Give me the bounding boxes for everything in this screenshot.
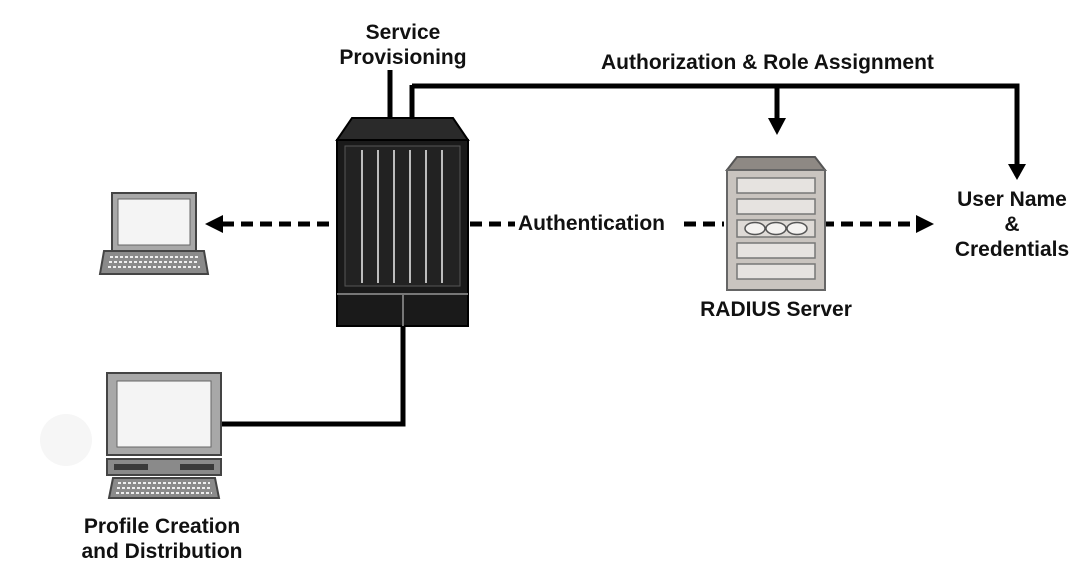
service-provisioning-line-2: Provisioning xyxy=(339,46,467,69)
user-credentials-line-1: User Name xyxy=(957,188,1067,211)
watermark-mark xyxy=(40,414,92,466)
network-switch-icon xyxy=(335,117,470,327)
switch-to-desktop-connector xyxy=(222,326,406,427)
user-credentials-label: User Name & Credentials xyxy=(955,187,1069,262)
user-credentials-line-3: Credentials xyxy=(954,238,1070,261)
radius-server-label: RADIUS Server xyxy=(700,298,852,321)
user-credentials-line-2: & xyxy=(1004,213,1020,236)
laptop-icon xyxy=(98,192,210,275)
authorization-label: Authorization & Role Assignment xyxy=(601,51,934,74)
service-provisioning-connector xyxy=(387,70,415,118)
switch-to-laptop-connector xyxy=(205,215,335,233)
profile-creation-label: Profile Creation and Distribution xyxy=(82,514,243,564)
authentication-label: Authentication xyxy=(518,212,665,235)
authentication-connector xyxy=(470,215,934,233)
profile-creation-line-1: Profile Creation xyxy=(83,515,241,538)
service-provisioning-line-1: Service xyxy=(365,21,441,44)
desktop-workstation-icon xyxy=(106,372,222,499)
service-provisioning-label: Service Provisioning xyxy=(339,20,466,70)
profile-creation-line-2: and Distribution xyxy=(81,540,243,563)
radius-server-icon xyxy=(724,156,828,291)
authorization-connector xyxy=(412,83,1026,180)
